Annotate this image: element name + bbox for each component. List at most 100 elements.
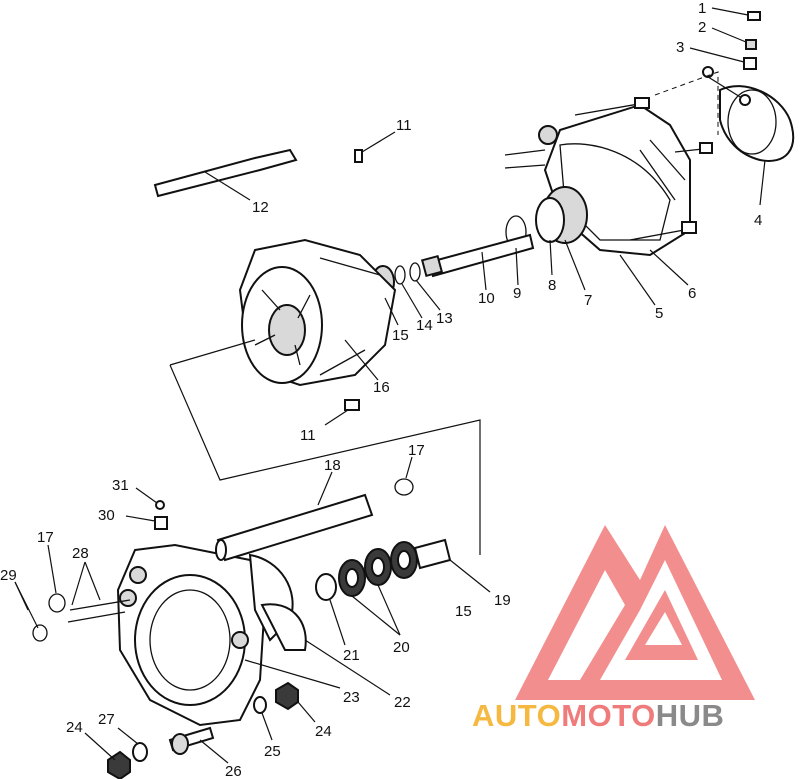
leader-1 <box>711 7 749 16</box>
leader-21 <box>329 599 346 646</box>
leader-11-bottom <box>324 409 349 426</box>
watermark-logo <box>515 525 755 700</box>
callout-23: 23 <box>343 689 360 706</box>
leader-4 <box>759 159 766 206</box>
leader-28-a <box>71 561 86 606</box>
leader-28-b <box>84 561 101 601</box>
tail-cone-rim <box>727 89 777 155</box>
housing-edges <box>319 257 381 376</box>
callout-30: 30 <box>98 507 115 524</box>
leader-20-b <box>351 595 401 636</box>
leader-15-top <box>384 297 399 326</box>
callout-31: 31 <box>112 477 129 494</box>
bolt-upper-head <box>634 97 650 109</box>
bushing-21 <box>315 573 337 601</box>
impeller-housing-hub <box>268 304 306 356</box>
callout-6: 6 <box>688 285 696 302</box>
callout-19: 19 <box>494 592 511 609</box>
leader-25 <box>261 712 273 741</box>
alignment-line <box>654 71 719 135</box>
leader-3 <box>689 47 745 63</box>
callout-11-bottom: 11 <box>300 427 316 444</box>
callout-21: 21 <box>343 647 360 664</box>
callout-15-bottom: 15 <box>455 603 472 620</box>
steering-housing-bore <box>134 574 246 706</box>
sleeve-18 <box>216 493 374 562</box>
leader-23 <box>244 659 341 689</box>
tube-12 <box>153 148 298 198</box>
leader-30 <box>125 515 156 522</box>
cone-bolt-hole-2 <box>739 94 751 106</box>
callout-27: 27 <box>98 711 115 728</box>
leader-10 <box>481 251 487 291</box>
fitting-30 <box>154 516 168 530</box>
leader-6 <box>649 249 689 286</box>
stud-right-head <box>699 142 713 154</box>
ring-17-right <box>394 478 414 496</box>
leader-14 <box>401 283 423 319</box>
stud-28-a <box>69 599 131 611</box>
callout-18: 18 <box>324 457 341 474</box>
callout-12: 12 <box>252 199 269 216</box>
cone-bolt-hole <box>702 66 714 78</box>
leader-27 <box>117 727 139 745</box>
leader-31 <box>135 487 158 504</box>
leader-26 <box>199 739 229 764</box>
leader-12 <box>204 171 251 201</box>
ring-29 <box>32 624 48 642</box>
impeller-housing <box>238 238 397 411</box>
leader-5 <box>619 254 656 306</box>
ring-13 <box>409 262 421 282</box>
ring-14 <box>394 265 406 285</box>
plug-31 <box>155 500 165 510</box>
nut-2 <box>745 39 757 50</box>
callout-29: 29 <box>0 567 17 584</box>
callout-10: 10 <box>478 290 495 307</box>
stud-left-2 <box>504 164 546 169</box>
callout-20: 20 <box>393 639 410 656</box>
leader-7 <box>564 239 586 291</box>
washer-25 <box>253 696 267 714</box>
callout-16: 16 <box>373 379 390 396</box>
pump-cover-assembly <box>371 11 795 299</box>
callout-5: 5 <box>655 305 663 322</box>
housing-boss-left-2 <box>119 589 137 607</box>
watermark-word-auto: AUTO <box>472 698 562 733</box>
shaft-spline <box>420 254 444 278</box>
leader-20-a <box>377 584 401 636</box>
callout-7: 7 <box>584 292 592 309</box>
logo-triangle-core <box>645 612 682 645</box>
leader-29-b <box>14 581 29 611</box>
pin-11 <box>354 149 363 163</box>
ring-17-left <box>48 593 66 613</box>
logo-triangle-cut-1 <box>548 570 625 680</box>
leader-17-left <box>47 544 57 594</box>
seal-7 <box>535 197 565 243</box>
spacer-19 <box>413 538 452 570</box>
leader-24-left <box>84 732 116 761</box>
callout-8: 8 <box>548 277 556 294</box>
leader-24-right <box>297 701 316 723</box>
housing-boss-right <box>231 631 249 649</box>
washer-27 <box>132 742 148 762</box>
callout-28: 28 <box>72 545 89 562</box>
callout-24-left: 24 <box>66 719 83 736</box>
callout-15-top: 15 <box>392 327 409 344</box>
callout-17-right: 17 <box>408 442 425 459</box>
nut-24-right <box>275 681 299 711</box>
pump-housing-rim <box>559 143 671 241</box>
housing-boss-left-1 <box>129 566 147 584</box>
callout-14: 14 <box>416 317 433 334</box>
leader-17-right <box>405 456 413 479</box>
plug-11-lower <box>344 399 360 411</box>
bearing-15-lower-center <box>397 550 411 570</box>
leader-16 <box>344 339 379 381</box>
callout-17-left: 17 <box>37 529 54 546</box>
bushing-3 <box>743 57 757 70</box>
seal-20-a-center <box>345 568 359 588</box>
leader-2 <box>711 27 747 43</box>
callout-24-right: 24 <box>315 723 332 740</box>
bolt-1 <box>747 11 761 21</box>
